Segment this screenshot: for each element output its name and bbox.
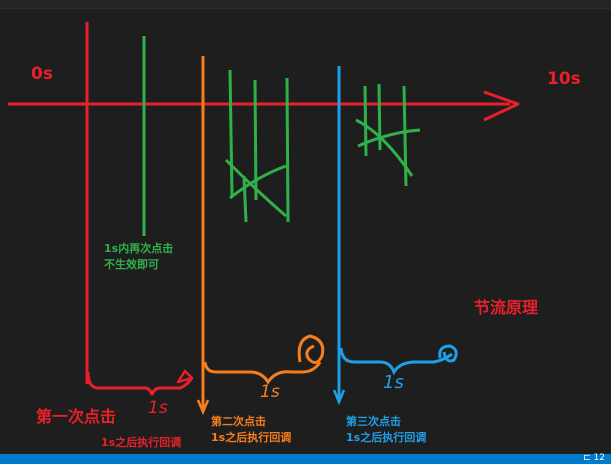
ignored-click-line bbox=[228, 69, 234, 197]
third-click-arrowhead bbox=[332, 389, 346, 406]
axis-end-label: 10s bbox=[547, 69, 581, 89]
third-click-label: 第三次点击 bbox=[346, 415, 401, 428]
first-brace-duration: 1s bbox=[148, 398, 168, 418]
ignored-click-line bbox=[377, 83, 382, 151]
cross-out-mark bbox=[224, 158, 287, 218]
first-click-brace-loop bbox=[176, 369, 194, 384]
second-callback-label: 1s之后执行回调 bbox=[211, 431, 292, 444]
second-click-brace-loop bbox=[297, 334, 325, 364]
ignored-note-line2: 不生效即可 bbox=[104, 258, 159, 271]
third-brace-duration: 1s bbox=[383, 372, 404, 393]
third-click-brace bbox=[339, 347, 453, 376]
cross-out-mark bbox=[357, 128, 421, 148]
ignored-click-line bbox=[402, 85, 408, 187]
first-click-label: 第一次点击 bbox=[36, 407, 117, 426]
first-callback-label: 1s之后执行回调 bbox=[101, 436, 182, 449]
cross-out-mark bbox=[355, 118, 414, 177]
status-text[interactable]: ⊏ 12 bbox=[583, 453, 605, 463]
third-click-brace-loop bbox=[438, 344, 458, 363]
second-brace-duration: 1s bbox=[260, 382, 280, 402]
second-click-brace bbox=[203, 361, 322, 385]
ignored-note-line1: 1s内再次点击 bbox=[104, 242, 174, 255]
status-bar: ⊏ 12 bbox=[0, 453, 611, 464]
ignored-click-line bbox=[285, 77, 290, 223]
first-click-brace bbox=[86, 371, 194, 396]
ignored-click-line bbox=[363, 85, 368, 157]
ignored-click-line bbox=[242, 175, 248, 223]
second-click-label: 第二次点击 bbox=[211, 415, 266, 428]
axis-start-label: 0s bbox=[31, 64, 53, 84]
top-bar bbox=[0, 0, 611, 9]
timeline-arrowhead bbox=[483, 90, 520, 122]
third-callback-label: 1s之后执行回调 bbox=[346, 431, 427, 444]
cross-out-mark bbox=[229, 164, 287, 200]
second-click-arrowhead bbox=[196, 399, 210, 416]
diagram-title: 节流原理 bbox=[474, 298, 539, 317]
